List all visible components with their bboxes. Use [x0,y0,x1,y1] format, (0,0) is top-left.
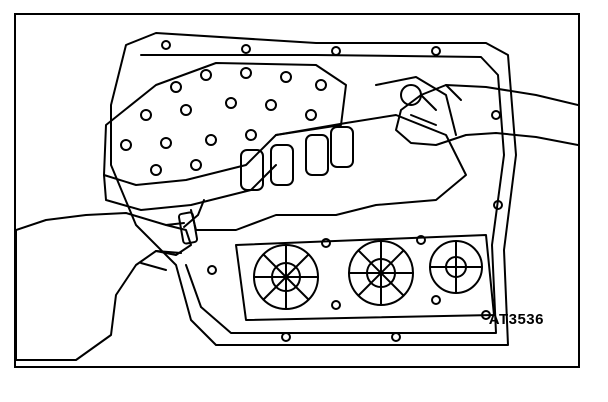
tool-shaft [183,199,205,228]
left-hand-fingers [140,222,185,271]
upper-body-bolts [120,67,327,176]
plate-bolts [321,235,441,310]
spoked-gasket-right [429,240,483,294]
lower-valve-body [190,114,467,231]
right-hand [395,84,578,146]
upper-valve-body-edge [103,164,277,211]
detent-housing [375,76,457,136]
valve-body-illustration [16,32,578,361]
upper-valve-body [103,62,347,186]
right-hand-fingers [410,84,462,126]
valve-spools [240,126,354,191]
separator-plate [235,234,495,321]
figure-frame: AT3536 [14,13,580,368]
spoked-gasket-center [348,240,414,306]
transmission-case-outline [110,32,517,346]
left-hand [16,212,192,361]
spoked-gasket-left [253,244,319,310]
figure-code-label: AT3536 [488,311,544,328]
